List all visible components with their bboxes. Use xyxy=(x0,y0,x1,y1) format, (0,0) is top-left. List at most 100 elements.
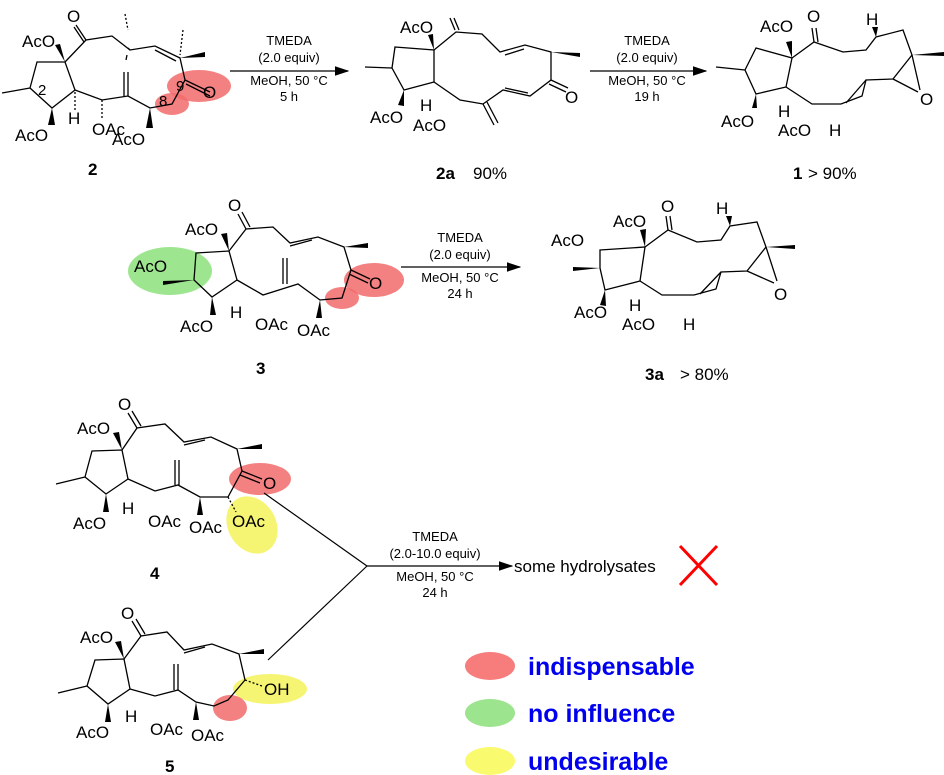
acetoxy: AcO xyxy=(180,317,213,336)
acetoxy: AcO xyxy=(22,32,55,51)
acetoxy: AcO xyxy=(721,112,754,131)
compound-label: 2 xyxy=(88,160,97,179)
legend-item-indispensable: indispensable xyxy=(465,652,695,681)
compound-label: 5 xyxy=(165,757,174,775)
compound-2a: AcO O AcO H AcO 2a 90% xyxy=(364,17,580,183)
acetoxy: AcO xyxy=(551,231,584,250)
legend-label: indispensable xyxy=(528,653,695,681)
acetoxy: AcO xyxy=(112,130,145,149)
compound-1: AcO O H O AcO H AcO H 1 > 90% xyxy=(715,7,944,183)
legend: indispensable no influence undesirable xyxy=(465,652,695,775)
compound-label: 1 xyxy=(793,164,802,183)
acetoxy: AcO xyxy=(134,257,167,276)
compound-label: 3 xyxy=(256,359,265,378)
acetoxy: AcO xyxy=(574,303,607,322)
acetoxy: AcO xyxy=(15,126,48,145)
solvent-temperature: MeOH, 50 °C xyxy=(421,270,498,285)
highlight-indispensable xyxy=(213,695,247,721)
locant-2: 2 xyxy=(38,82,46,99)
ketone-oxygen: O xyxy=(920,90,933,109)
equivalents: (2.0 equiv) xyxy=(616,50,677,65)
hydrogen: H xyxy=(122,499,134,518)
ketone-oxygen: O xyxy=(369,274,382,293)
highlight-undesirable xyxy=(226,496,278,554)
legend-swatch-red xyxy=(465,652,515,680)
acetoxy: AcO xyxy=(413,116,446,135)
equivalents: (2.0-10.0 equiv) xyxy=(389,546,480,561)
solvent-temperature: MeOH, 50 °C xyxy=(608,73,685,88)
highlight-indispensable xyxy=(229,463,291,495)
acetoxy: OAc xyxy=(148,512,182,531)
hydrogen: H xyxy=(420,96,432,115)
ketone-oxygen: O xyxy=(118,395,131,414)
yield: 90% xyxy=(473,164,507,183)
ketone-oxygen: O xyxy=(807,7,820,26)
reagent: TMEDA xyxy=(624,33,670,48)
ketone-oxygen: O xyxy=(661,197,674,216)
acetoxy: AcO xyxy=(185,220,218,239)
acetoxy: OAc xyxy=(189,518,223,537)
reaction-arrow-3: TMEDA (2.0 equiv) MeOH, 50 °C 24 h xyxy=(401,230,522,301)
reagent: TMEDA xyxy=(412,529,458,544)
compound-3: AcO AcO O O AcO H OAc OAc 3 xyxy=(128,196,404,378)
legend-item-no-influence: no influence xyxy=(465,699,675,728)
acetoxy: AcO xyxy=(80,628,113,647)
reagent: TMEDA xyxy=(266,33,312,48)
acetoxy: AcO xyxy=(73,514,106,533)
locant-8: 8 xyxy=(159,93,167,110)
acetoxy: OAc xyxy=(297,321,331,340)
acetoxy-undesirable: OAc xyxy=(232,512,266,531)
highlight-undesirable xyxy=(233,674,307,704)
compound-4: AcO O O AcO H OAc OAc OAc 4 xyxy=(55,395,291,583)
hydrogen: H xyxy=(829,121,841,140)
ketone-oxygen: O xyxy=(565,88,578,107)
reaction-time: 5 h xyxy=(280,89,298,104)
solvent-temperature: MeOH, 50 °C xyxy=(396,569,473,584)
ketone-oxygen: O xyxy=(263,474,276,493)
acetoxy: AcO xyxy=(77,419,110,438)
hydroxyl: OH xyxy=(264,680,290,699)
legend-label: no influence xyxy=(528,700,675,728)
hydrogen: H xyxy=(866,10,878,29)
hydrogen: H xyxy=(716,199,728,218)
product-hydrolysates: some hydrolysates xyxy=(514,557,656,576)
solvent-temperature: MeOH, 50 °C xyxy=(250,73,327,88)
reaction-time: 24 h xyxy=(447,286,472,301)
legend-item-undesirable: undesirable xyxy=(465,747,668,775)
acetoxy: OAc xyxy=(150,720,184,739)
ketone-oxygen: O xyxy=(121,604,134,623)
legend-label: undesirable xyxy=(528,748,668,775)
equivalents: (2.0 equiv) xyxy=(258,50,319,65)
yield: > 90% xyxy=(808,164,857,183)
reaction-arrow-1: TMEDA (2.0 equiv) MeOH, 50 °C 5 h xyxy=(230,33,350,104)
ketone-oxygen-c9: O xyxy=(203,83,216,102)
acetoxy: AcO xyxy=(760,17,793,36)
ketone-oxygen: O xyxy=(774,285,787,304)
compound-5: AcO O OH AcO H OAc OAc 5 xyxy=(57,604,307,775)
compound-label: 2a xyxy=(436,164,455,183)
ketone-oxygen: O xyxy=(228,196,241,215)
acetoxy: OAc xyxy=(92,120,126,139)
hydrogen: H xyxy=(68,109,80,128)
equivalents: (2.0 equiv) xyxy=(429,247,490,262)
reagent: TMEDA xyxy=(437,230,483,245)
compound-2: AcO O O 2 8 9 AcO H OAc AcO 2 xyxy=(1,7,231,179)
locant-9: 9 xyxy=(176,78,184,95)
acetoxy: OAc xyxy=(255,315,289,334)
hydrogen: H xyxy=(778,102,790,121)
acetoxy: OAc xyxy=(191,726,225,745)
acetoxy: AcO xyxy=(400,18,433,37)
legend-swatch-yellow xyxy=(465,747,515,775)
reaction-time: 19 h xyxy=(634,89,659,104)
highlight-indispensable-c9 xyxy=(344,263,404,297)
acetoxy: AcO xyxy=(613,212,646,231)
compound-label: 3a xyxy=(645,365,664,384)
legend-swatch-green xyxy=(465,699,515,727)
acetoxy: AcO xyxy=(778,121,811,140)
compound-3a: AcO AcO O H O AcO H AcO H 3a > 80% xyxy=(551,197,795,384)
failure-cross-icon xyxy=(678,544,719,587)
hydrogen: H xyxy=(629,296,641,315)
yield: > 80% xyxy=(680,365,729,384)
acetoxy: AcO xyxy=(622,315,655,334)
